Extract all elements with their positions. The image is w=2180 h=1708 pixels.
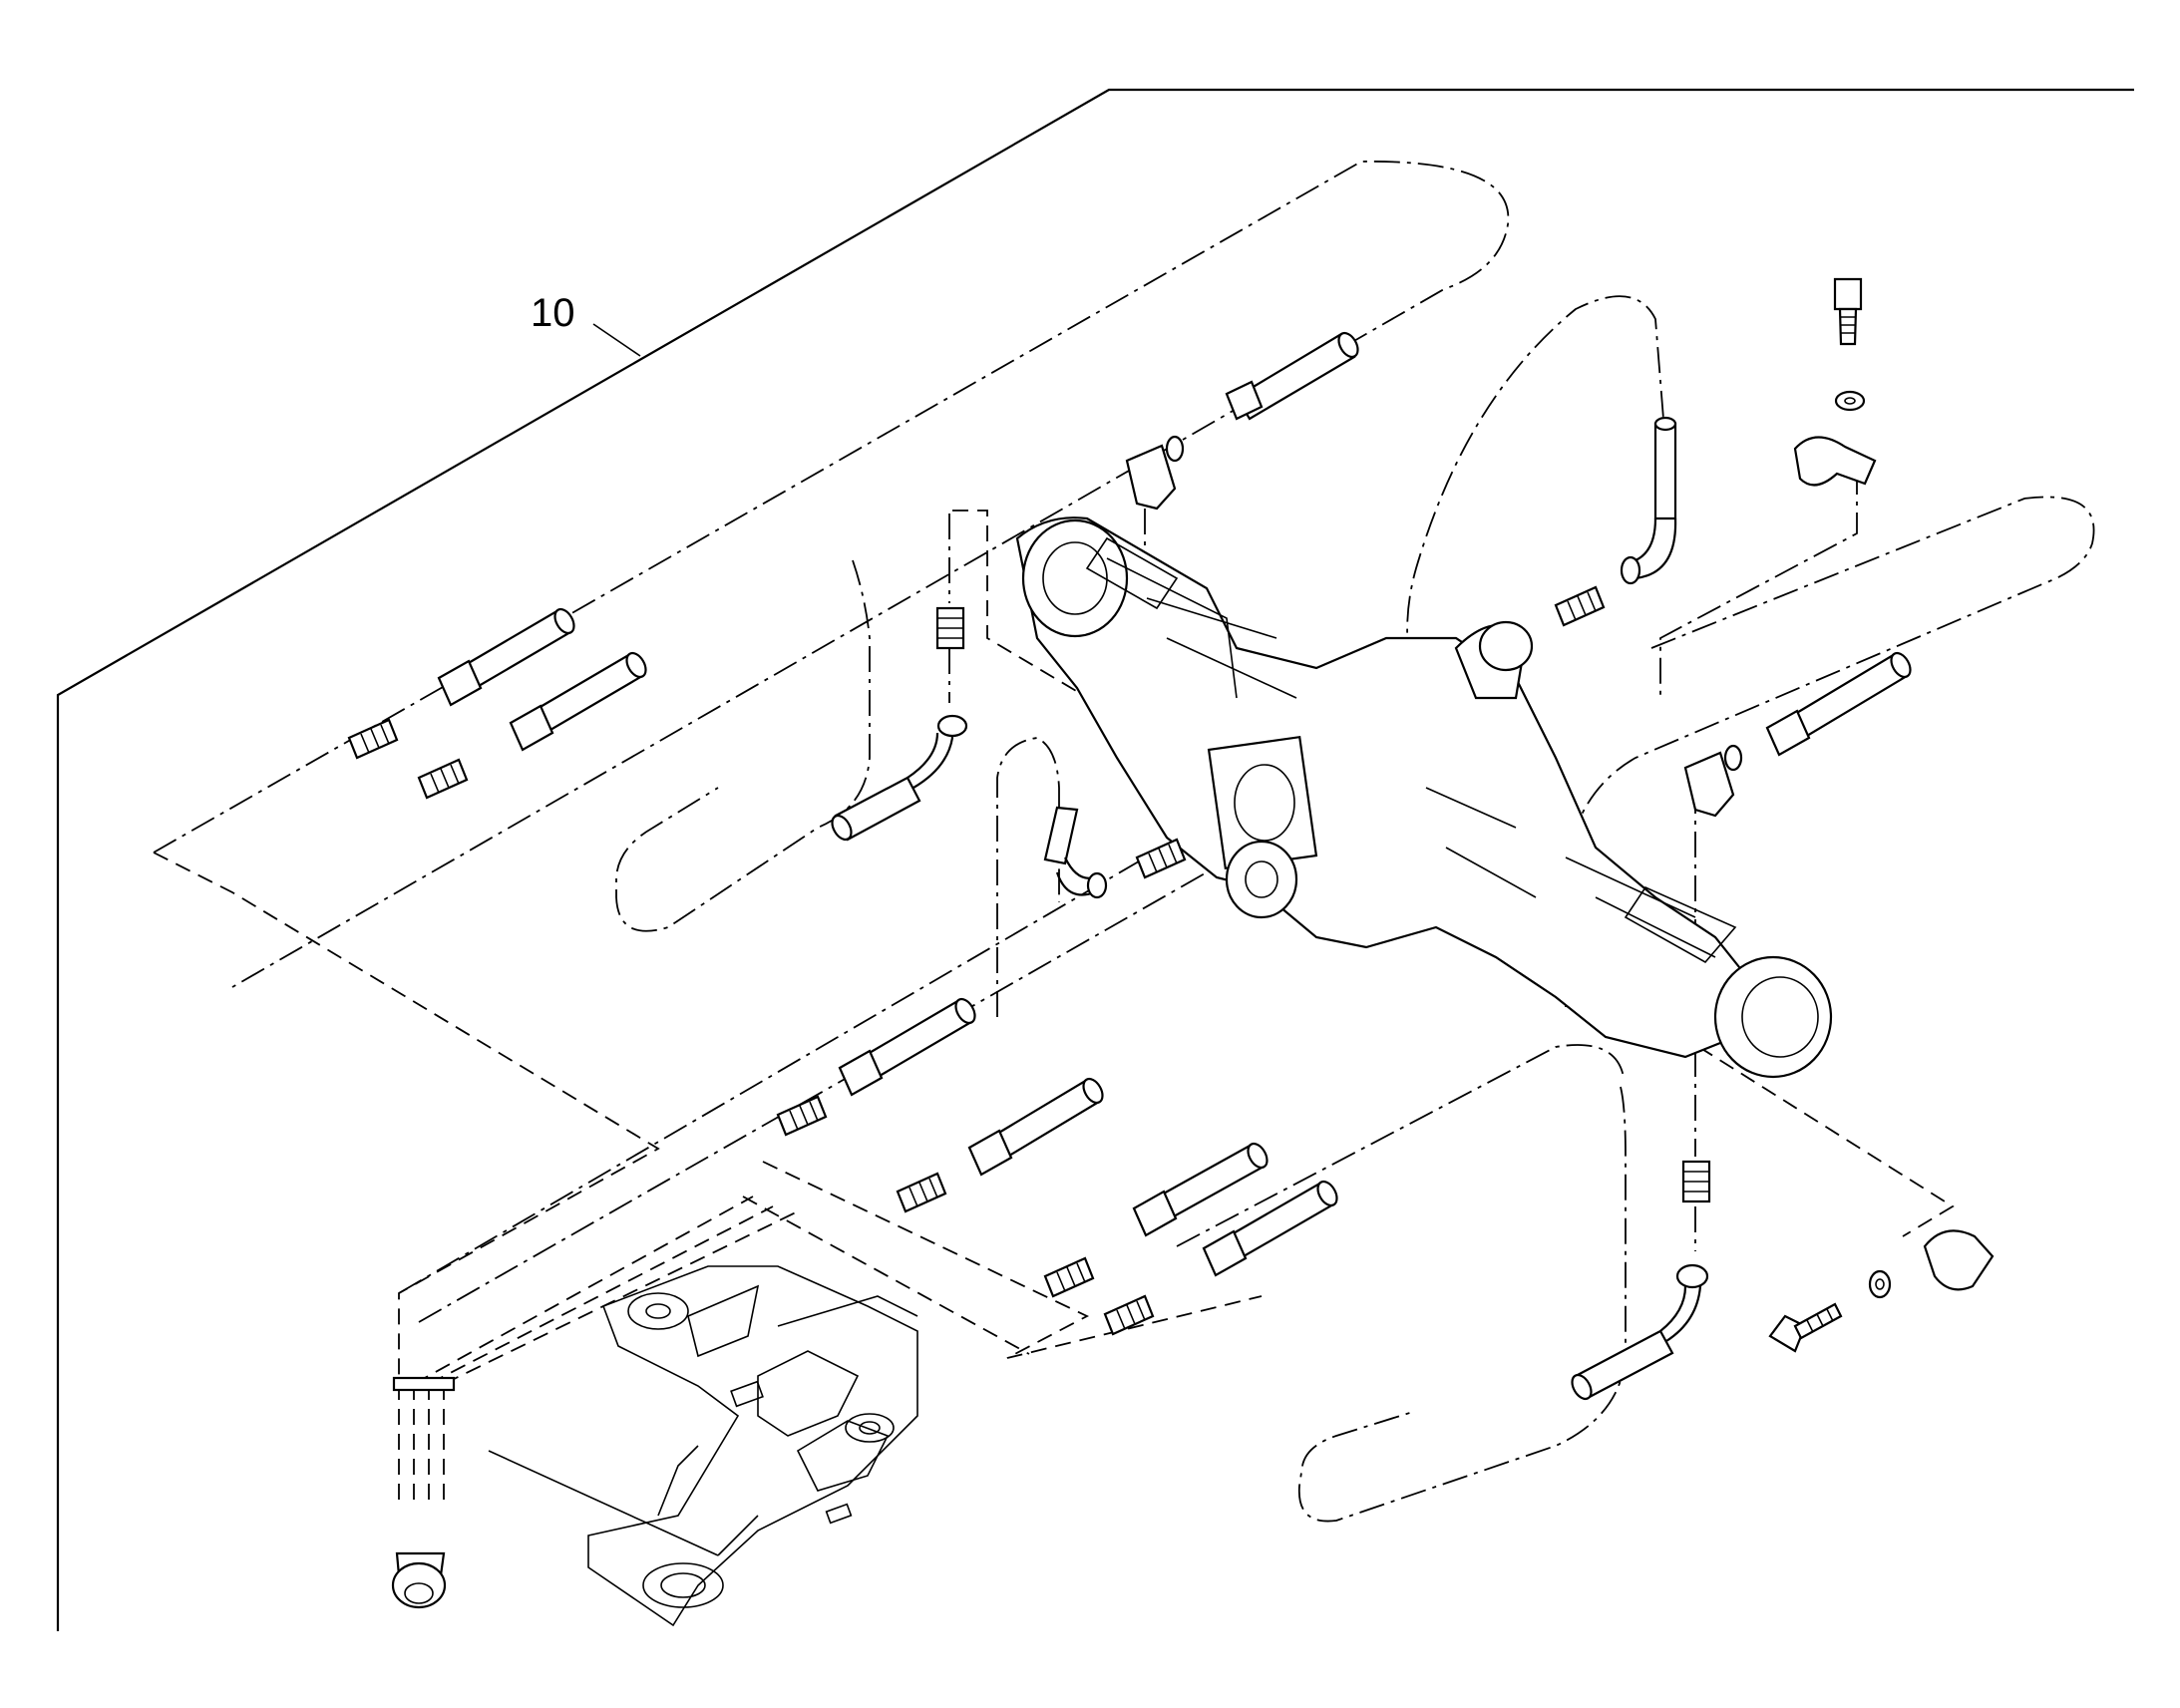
hose-center-1 [838,997,976,1097]
fitting-vertical-right [1681,1160,1711,1203]
adapter-fitting-center-left [1135,838,1187,879]
hose-route-clamp-link [1659,469,1858,698]
hose-elbow-top-right [1620,416,1677,585]
assembly-boundary-line [56,88,2134,1631]
washer-top [1834,390,1866,412]
phantom-line-frame-connect [413,1196,799,1385]
hose-elbow-bottom-right [1571,1263,1709,1401]
axle-housing [1015,516,1833,1079]
phantom-line-center-block-2 [742,1196,1030,1355]
hose-route-loop-right-top [1406,295,1664,709]
hose-upper-left-2 [509,651,647,752]
phantom-line-right-block [1635,1006,1955,1237]
adapter-fitting-center-2 [896,1172,947,1213]
phantom-line-bottom-left [398,1384,445,1508]
hose-top-center [1225,331,1359,421]
fitting-elbow-right [1683,744,1743,818]
chassis-frame-detail [587,1265,918,1627]
fitting-elbow-top [1125,435,1185,511]
connector-block [392,1376,456,1392]
adapter-fitting-left-2 [417,758,469,800]
hose-center-4 [1202,1180,1338,1277]
adapter-fitting-center-3 [1043,1256,1095,1298]
hose-elbow-center-left [1043,806,1108,899]
hose-upper-left-1 [437,607,575,707]
hose-route-loop-top-left [153,161,1510,988]
adapter-fitting-center-1 [776,1095,828,1137]
phantom-line-left-block [153,852,660,1384]
hose-route-loop-left [615,559,871,932]
clamp-bottom-right [1923,1229,1995,1291]
hose-center-3 [1132,1142,1269,1237]
bolt-top [1833,277,1863,346]
hose-center-2 [967,1077,1104,1177]
hose-route-loop-lower-middle [1176,1044,1625,1247]
fitting-vertical-left [935,606,965,650]
adapter-fitting-left-1 [347,718,399,760]
hose-route-loop-center [996,737,1060,1017]
pressure-sensor-leader [488,1450,719,1556]
washer-bottom-right [1868,1269,1892,1299]
callout-leader-10 [592,323,641,357]
phantom-line-center-block [762,1161,1263,1359]
hose-right-mid [1765,651,1912,757]
bolt-bottom-right [1768,1302,1843,1353]
pressure-sensor [391,1551,447,1609]
hose-route-loop-lower-right [1297,1086,1627,1523]
callout-label-10: 10 [531,291,575,335]
adapter-fitting-center-4 [1103,1294,1155,1336]
clamp-top [1793,436,1877,487]
hose-elbow-left [831,714,968,842]
adapter-fitting-top-right [1554,585,1606,627]
